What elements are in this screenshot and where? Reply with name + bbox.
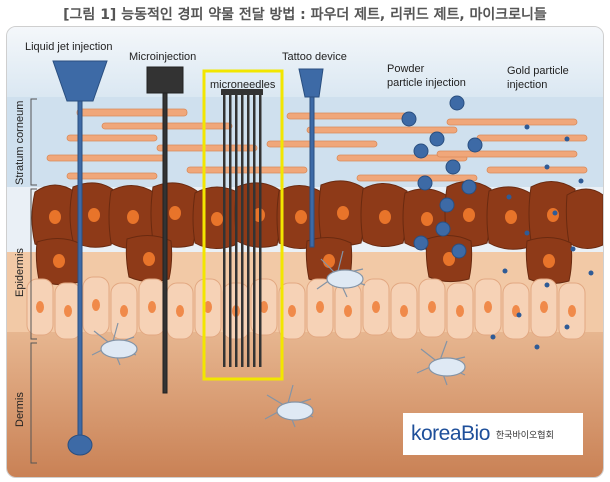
microneedle-highlight-box xyxy=(202,69,284,381)
powder-label-line1: Powder xyxy=(387,63,425,75)
koreabio-logo: koreaBio 한국바이오협회 xyxy=(403,413,583,455)
microneedle-array xyxy=(221,89,263,367)
dendritic-cells xyxy=(91,250,466,428)
liquid-jet-label: Liquid jet injection xyxy=(25,41,113,53)
tattoo-device-label: Tattoo device xyxy=(282,51,347,63)
gold-label-line2: injection xyxy=(507,79,548,91)
logo-wordmark: koreaBio xyxy=(411,422,490,445)
dermis-label: Dermis xyxy=(14,392,26,427)
microinjection-device xyxy=(146,66,184,394)
gold-particles xyxy=(490,124,594,350)
microinjection-label: Microinjection xyxy=(129,51,197,63)
peach-cell-nuclei xyxy=(36,299,576,317)
gold-label-line1: Gold particle xyxy=(507,65,569,77)
microneedles-label: microneedles xyxy=(210,79,276,91)
liquid-jet-injector xyxy=(52,60,108,456)
layer-brackets xyxy=(30,98,37,464)
skin-diagram: Liquid jet injection Microinjection micr… xyxy=(6,26,604,478)
tattoo-device xyxy=(298,68,324,248)
corneocyte-flakes xyxy=(46,108,588,182)
figure-title: [그림 1] 능동적인 경피 약물 전달 방법 : 파우더 제트, 리퀴드 제트… xyxy=(63,7,547,23)
powder-particles xyxy=(401,95,483,259)
epidermis-label: Epidermis xyxy=(14,248,26,297)
skin-cross-section xyxy=(7,27,603,477)
stratum-corneum-label: Stratum corneum xyxy=(14,100,26,185)
powder-label-line2: particle injection xyxy=(387,77,466,89)
logo-korean-name: 한국바이오협회 xyxy=(495,430,554,441)
